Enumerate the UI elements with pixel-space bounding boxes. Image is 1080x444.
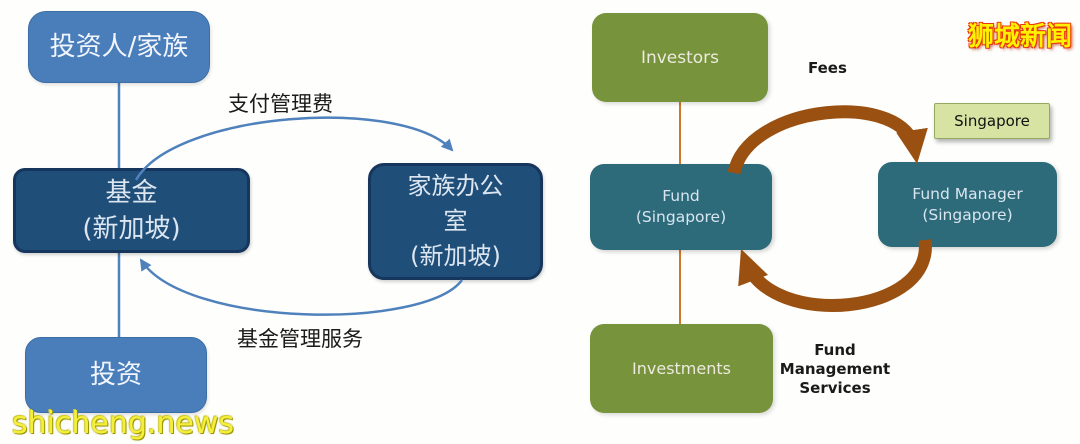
- fund-cn-box: 基金 (新加坡): [13, 168, 250, 253]
- family-office-line3: (新加坡): [410, 242, 501, 270]
- fms-line2: Management: [779, 360, 891, 378]
- singapore-tag: Singapore: [934, 103, 1050, 139]
- fund-singapore-line2: (Singapore): [635, 208, 727, 226]
- fund-management-service-label: 基金管理服务: [237, 327, 363, 351]
- fund-singapore-line1: Fund: [662, 187, 700, 205]
- fund-cn-line1: 基金: [105, 177, 158, 208]
- fund-management-services-label: Fund Management Services: [778, 341, 892, 398]
- family-office-box: 家族办公 室 (新加坡): [368, 163, 543, 280]
- singapore-tag-label: Singapore: [954, 112, 1030, 130]
- fund-manager-line2: (Singapore): [922, 205, 1013, 224]
- family-office-line2: 室: [443, 207, 468, 235]
- fms-line1: Fund: [814, 341, 856, 359]
- investors-family-box: 投资人/家族: [28, 11, 210, 83]
- family-office-line1: 家族办公: [407, 172, 504, 200]
- investors-family-label: 投资人/家族: [49, 32, 189, 62]
- fees-label: Fees: [808, 59, 847, 77]
- watermark-top-right: 狮城新闻: [967, 22, 1072, 52]
- investors-label: Investors: [640, 47, 720, 68]
- fund-manager-box: Fund Manager (Singapore): [878, 162, 1057, 247]
- investment-label: 投资: [89, 360, 142, 390]
- investments-box: Investments: [590, 324, 773, 413]
- pay-management-fee-label: 支付管理费: [228, 92, 333, 116]
- fund-manager-line1: Fund Manager: [912, 184, 1023, 203]
- investment-box: 投资: [25, 337, 207, 413]
- watermark-bottom-left: shicheng.news: [12, 406, 235, 441]
- fund-cn-line2: (新加坡): [82, 213, 181, 244]
- fund-singapore-box: Fund (Singapore): [590, 164, 772, 250]
- investments-label: Investments: [632, 359, 731, 378]
- services-cycle-arrow: [738, 239, 932, 312]
- fms-line3: Services: [799, 379, 871, 397]
- investors-box: Investors: [592, 13, 768, 102]
